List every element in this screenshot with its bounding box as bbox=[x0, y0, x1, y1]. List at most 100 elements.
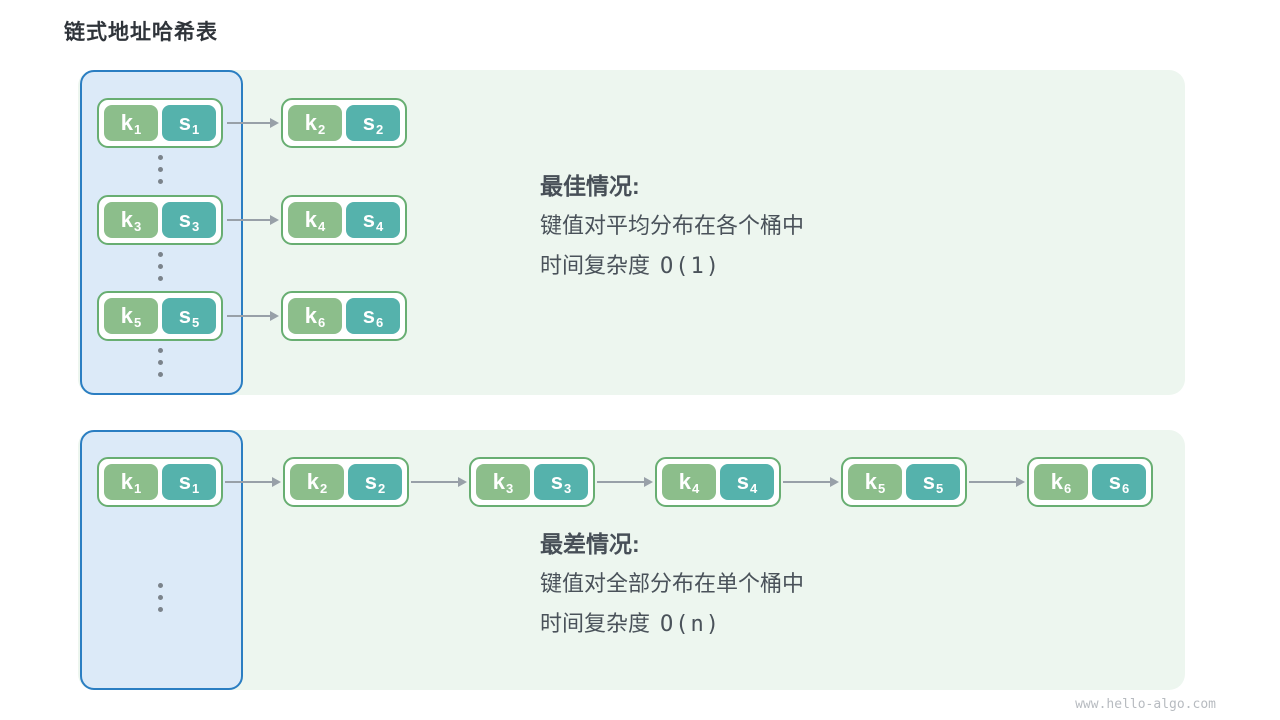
vertical-ellipsis bbox=[158, 583, 163, 612]
key-label: k bbox=[1050, 469, 1063, 494]
key-label: k bbox=[120, 110, 133, 135]
key-label: k bbox=[120, 469, 133, 494]
complexity-label: 时间复杂度 bbox=[540, 253, 651, 278]
dot bbox=[158, 348, 163, 353]
worst-case-description: 键值对全部分布在单个桶中 bbox=[540, 571, 805, 596]
key-label: k bbox=[304, 207, 317, 232]
key-subscript: 4 bbox=[318, 218, 326, 234]
dot bbox=[158, 595, 163, 600]
key-label: k bbox=[120, 303, 133, 328]
dot bbox=[158, 583, 163, 588]
pointer-arrow bbox=[597, 477, 653, 487]
value-subscript: 2 bbox=[378, 480, 386, 496]
dot bbox=[158, 167, 163, 172]
pointer-arrow bbox=[783, 477, 839, 487]
best-case-description: 键值对平均分布在各个桶中 bbox=[540, 213, 805, 238]
key-label: k bbox=[492, 469, 505, 494]
key-subscript: 4 bbox=[692, 480, 700, 496]
value-label: s bbox=[362, 110, 375, 135]
key-label: k bbox=[678, 469, 691, 494]
best-case-caption: 最佳情况: 键值对平均分布在各个桶中 时间复杂度 O(1) bbox=[540, 166, 804, 287]
dot bbox=[158, 179, 163, 184]
best-case-complexity: 时间复杂度 O(1) bbox=[540, 246, 804, 287]
value-subscript: 3 bbox=[192, 218, 200, 234]
value-label: s bbox=[362, 303, 375, 328]
key-subscript: 2 bbox=[320, 480, 328, 496]
complexity-notation: O(n) bbox=[660, 612, 721, 637]
key-label: k bbox=[306, 469, 319, 494]
value-subscript: 1 bbox=[192, 121, 200, 137]
dot bbox=[158, 607, 163, 612]
value-subscript: 5 bbox=[192, 314, 200, 330]
value-label: s bbox=[178, 207, 191, 232]
key-label: k bbox=[120, 207, 133, 232]
dot bbox=[158, 372, 163, 377]
pointer-arrow bbox=[225, 477, 281, 487]
worst-case-panel bbox=[78, 430, 1185, 690]
value-label: s bbox=[178, 469, 191, 494]
complexity-label: 时间复杂度 bbox=[540, 611, 651, 636]
key-subscript: 3 bbox=[134, 218, 142, 234]
key-label: k bbox=[864, 469, 877, 494]
value-label: s bbox=[922, 469, 935, 494]
value-label: s bbox=[178, 110, 191, 135]
vertical-ellipsis bbox=[158, 155, 163, 184]
dot bbox=[158, 276, 163, 281]
best-case-panel bbox=[78, 70, 1185, 395]
dot bbox=[158, 360, 163, 365]
dot bbox=[158, 252, 163, 257]
key-subscript: 6 bbox=[318, 314, 326, 330]
value-label: s bbox=[364, 469, 377, 494]
key-subscript: 5 bbox=[878, 480, 886, 496]
diagram-title: 链式地址哈希表 bbox=[64, 21, 218, 44]
key-subscript: 6 bbox=[1064, 480, 1072, 496]
key-subscript: 5 bbox=[134, 314, 142, 330]
value-subscript: 5 bbox=[936, 480, 944, 496]
worst-case-heading: 最差情况: bbox=[540, 531, 640, 557]
vertical-ellipsis bbox=[158, 348, 163, 377]
worst-case-complexity: 时间复杂度 O(n) bbox=[540, 604, 804, 645]
value-subscript: 3 bbox=[564, 480, 572, 496]
value-subscript: 4 bbox=[376, 218, 384, 234]
value-subscript: 6 bbox=[376, 314, 384, 330]
dot bbox=[158, 264, 163, 269]
best-case-heading: 最佳情况: bbox=[540, 173, 640, 199]
value-subscript: 1 bbox=[192, 480, 200, 496]
pointer-arrow bbox=[227, 215, 279, 225]
worst-case-caption: 最差情况: 键值对全部分布在单个桶中 时间复杂度 O(n) bbox=[540, 524, 804, 645]
key-label: k bbox=[304, 110, 317, 135]
value-label: s bbox=[736, 469, 749, 494]
value-label: s bbox=[178, 303, 191, 328]
key-subscript: 1 bbox=[134, 121, 142, 137]
key-subscript: 3 bbox=[506, 480, 514, 496]
complexity-notation: O(1) bbox=[660, 254, 721, 279]
key-label: k bbox=[304, 303, 317, 328]
value-label: s bbox=[1108, 469, 1121, 494]
value-subscript: 4 bbox=[750, 480, 758, 496]
dot bbox=[158, 155, 163, 160]
